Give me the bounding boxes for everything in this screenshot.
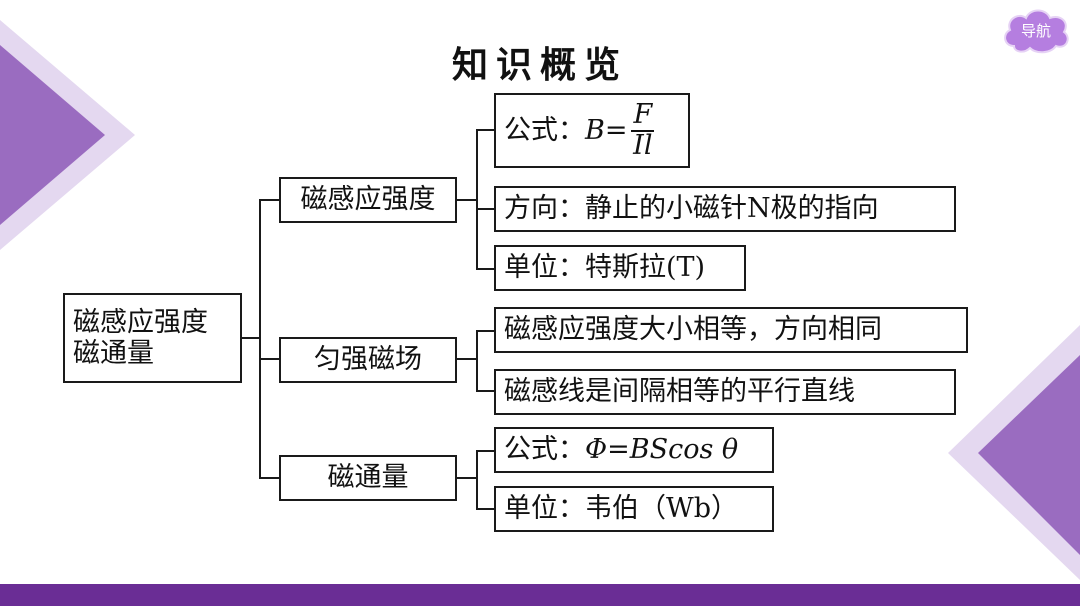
page-title: 知识概览 <box>451 45 628 86</box>
b1-leaf-3-line <box>476 268 494 270</box>
b2-item-2-box: 磁感线是间隔相等的平行直线 <box>494 369 956 415</box>
nav-label: 导航 <box>1020 21 1051 40</box>
root-line-2: 磁通量 <box>73 338 154 369</box>
b3-trunk <box>476 450 478 510</box>
b1-formula-fraction: F Il <box>631 99 655 161</box>
left-triangle-decoration <box>0 20 135 250</box>
main-trunk <box>259 199 261 478</box>
connector-b2 <box>259 358 280 360</box>
b1-formula-lhs: B <box>585 114 605 146</box>
b2-leaf-1-line <box>476 330 494 332</box>
b1-formula-box: 公式： B = F Il <box>494 93 690 168</box>
b2-leaf-2-line <box>476 390 494 392</box>
b1-unit-box: 单位：特斯拉(T) <box>494 245 746 291</box>
b3-formula-expr: Φ=BScos θ <box>585 434 739 466</box>
b1-formula-prefix: 公式： <box>504 114 585 146</box>
b3-out <box>455 477 477 479</box>
b1-leaf-2-line <box>476 208 494 210</box>
b3-leaf-2-line <box>476 508 494 510</box>
branch-node-magnetic-flux: 磁通量 <box>279 455 457 501</box>
connector-b3 <box>259 477 280 479</box>
b2-trunk <box>476 330 478 392</box>
connector-b1 <box>259 199 280 201</box>
b1-formula-numerator: F <box>631 99 655 132</box>
root-node: 磁感应强度 磁通量 <box>63 293 242 383</box>
b3-leaf-1-line <box>476 450 494 452</box>
branch-node-magnetic-induction: 磁感应强度 <box>279 177 457 223</box>
cloud-icon <box>1004 9 1069 54</box>
b3-formula-prefix: 公式： <box>504 434 585 466</box>
root-connector <box>240 337 260 339</box>
b3-formula-box: 公式： Φ=BScos θ <box>494 427 774 473</box>
right-triangle-decoration <box>948 325 1080 580</box>
root-line-1: 磁感应强度 <box>73 306 208 338</box>
b2-out <box>455 358 477 360</box>
nav-button[interactable]: 导航 <box>1000 6 1072 54</box>
b1-out <box>455 199 477 201</box>
b1-formula-eq: = <box>604 114 628 146</box>
b1-direction-box: 方向：静止的小磁针N极的指向 <box>494 186 956 232</box>
b1-formula-denominator: Il <box>633 129 653 161</box>
b1-trunk <box>476 129 478 270</box>
b2-item-1-box: 磁感应强度大小相等，方向相同 <box>494 307 968 353</box>
b3-unit-box: 单位：韦伯（Wb） <box>494 486 774 532</box>
branch-node-uniform-field: 匀强磁场 <box>279 337 457 383</box>
bottom-accent-bar <box>0 584 1080 606</box>
b1-leaf-1-line <box>476 129 494 131</box>
